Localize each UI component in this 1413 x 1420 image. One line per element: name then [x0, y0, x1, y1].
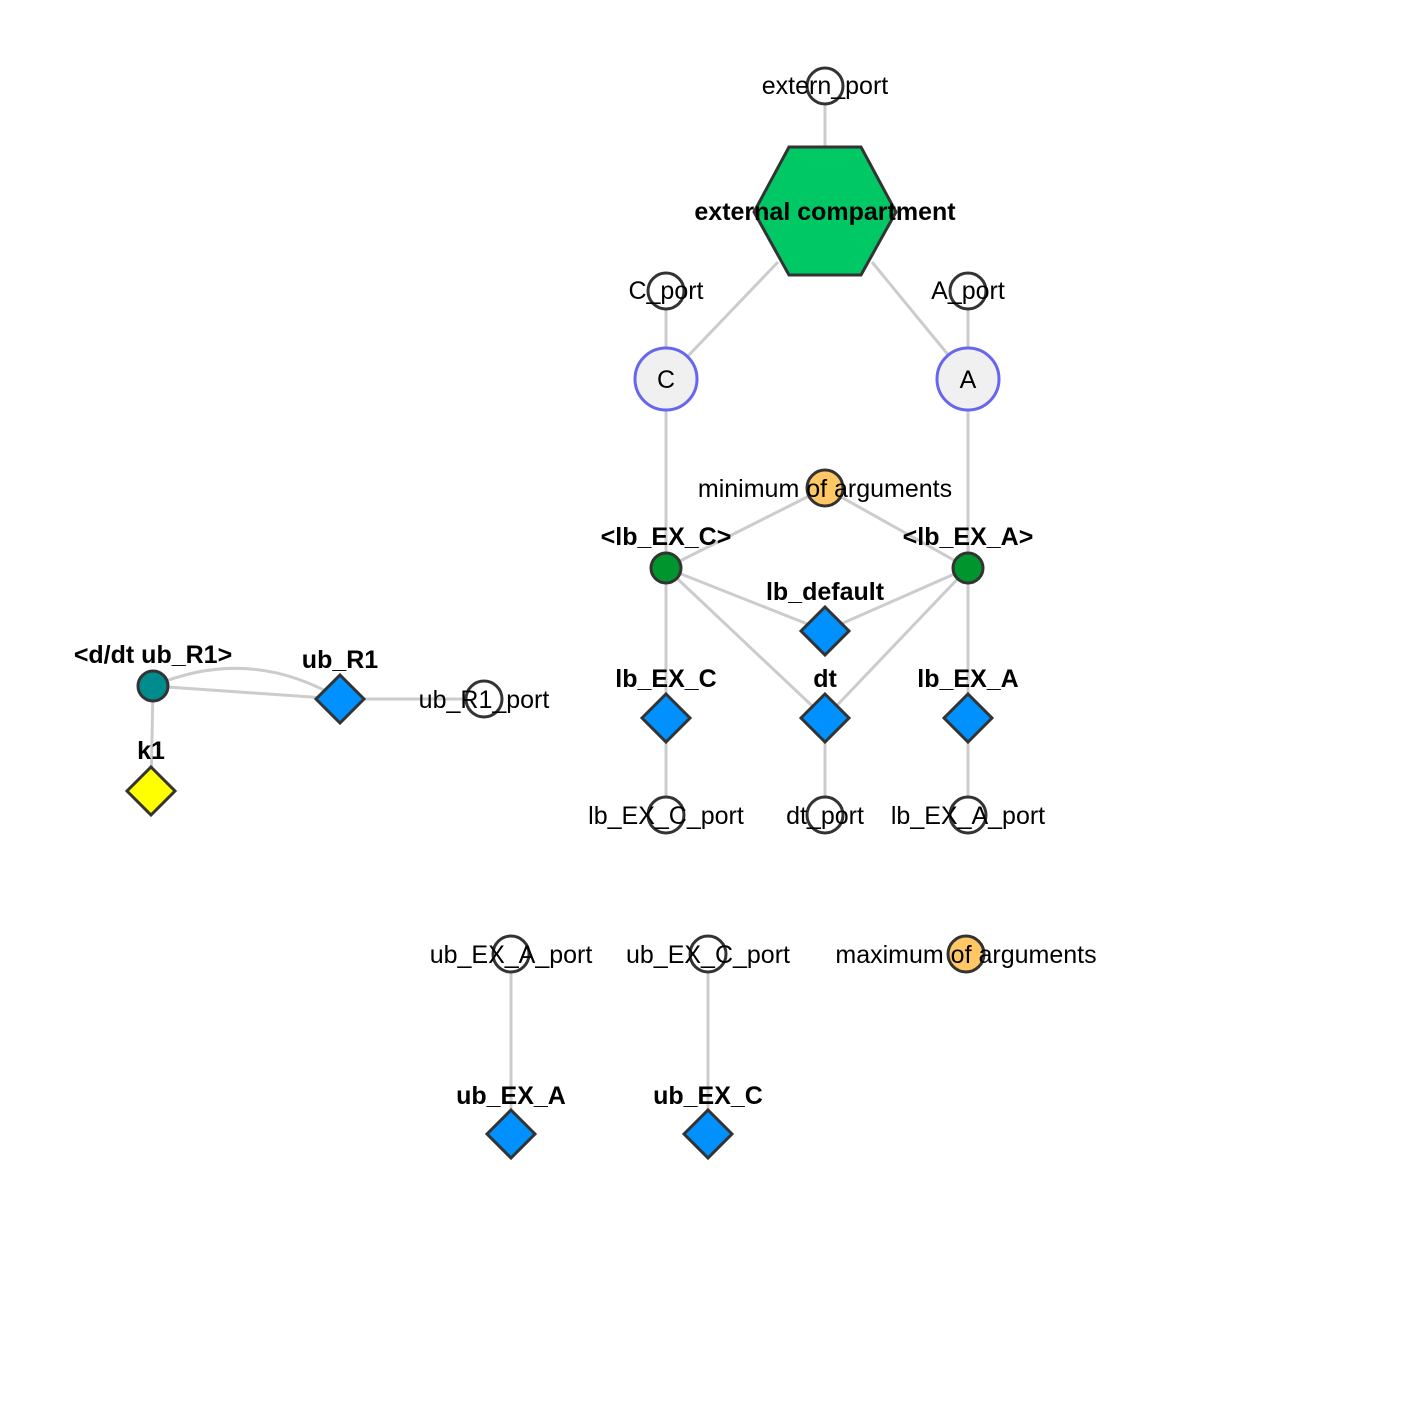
function-icon	[946, 934, 986, 974]
port-icon	[491, 934, 531, 974]
port-node-lb-ex-c[interactable]: lb_EX_C_port	[588, 795, 744, 835]
port-icon	[646, 271, 686, 311]
diamond-icon	[798, 691, 852, 745]
parameter-node-lb-default[interactable]: lb_default	[766, 578, 885, 658]
species-label: A	[960, 366, 977, 394]
assignment-icon	[951, 551, 985, 585]
edge-ddt-ub-r1-ub-r1-straight	[152, 684, 341, 701]
parameter-node-dt[interactable]: dt	[798, 665, 852, 745]
constant-node-k1[interactable]: k1	[124, 737, 178, 818]
function-label: maximum of arguments	[835, 941, 1096, 969]
port-label: lb_EX_C_port	[588, 802, 744, 830]
port-label: A_port	[931, 277, 1005, 305]
species-label: C	[657, 366, 675, 394]
diamond-icon	[798, 604, 852, 658]
parameter-label: ub_EX_A	[456, 1082, 566, 1110]
edge-ddt-ub-r1-ub-r1-curved	[152, 666, 341, 701]
rate-icon	[136, 669, 170, 703]
parameter-label: lb_default	[766, 578, 885, 606]
diamond-icon	[941, 691, 995, 745]
species-node-c[interactable]: C	[633, 346, 699, 412]
diamond-icon	[681, 1107, 735, 1161]
port-label: ub_EX_C_port	[626, 941, 790, 969]
parameter-node-ub-ex-c[interactable]: ub_EX_C	[653, 1082, 763, 1161]
function-node-maximum[interactable]: maximum of arguments	[835, 934, 1097, 974]
diamond-icon	[484, 1107, 538, 1161]
species-node-a[interactable]: A	[935, 346, 1001, 412]
port-icon	[646, 795, 686, 835]
parameter-label: lb_EX_A	[917, 665, 1018, 693]
edge-lb-ex-a-assign-dt	[823, 566, 970, 720]
diamond-icon	[313, 672, 367, 726]
parameter-node-ub-ex-a[interactable]: ub_EX_A	[456, 1082, 566, 1161]
constant-label: k1	[137, 737, 165, 765]
port-icon	[805, 795, 845, 835]
species-icon	[935, 346, 1001, 412]
assignment-node-lb-ex-a[interactable]: <lb_EX_A>	[903, 523, 1034, 585]
port-label: ub_EX_A_port	[430, 941, 593, 969]
port-node-ub-r1[interactable]: ub_R1_port	[419, 679, 550, 719]
port-node-dt[interactable]: dt_port	[786, 795, 864, 835]
port-icon	[464, 679, 504, 719]
port-node-ub-ex-c[interactable]: ub_EX_C_port	[626, 934, 790, 974]
function-node-minimum[interactable]: minimum of arguments	[698, 468, 952, 508]
edge-lb-ex-c-assign-dt	[664, 566, 827, 720]
port-node-ub-ex-a[interactable]: ub_EX_A_port	[430, 934, 593, 974]
rate-label: <d/dt ub_R1>	[74, 641, 232, 669]
diamond-icon	[124, 764, 178, 818]
parameter-label: lb_EX_C	[615, 665, 716, 693]
assignment-label: <lb_EX_A>	[903, 523, 1034, 551]
edge-min-lb-ex-c-assign	[665, 486, 826, 570]
assignment-icon	[649, 551, 683, 585]
rate-node-ddt-ub-r1[interactable]: <d/dt ub_R1>	[74, 641, 232, 703]
port-label: extern_port	[762, 72, 889, 100]
parameter-node-lb-ex-a[interactable]: lb_EX_A	[917, 665, 1019, 745]
port-node-lb-ex-a[interactable]: lb_EX_A_port	[891, 795, 1045, 835]
hexagon-icon	[752, 145, 898, 277]
compartment-label: external compartment	[694, 198, 956, 226]
parameter-node-lb-ex-c[interactable]: lb_EX_C	[615, 665, 717, 745]
assignment-node-lb-ex-c[interactable]: <lb_EX_C>	[601, 523, 732, 585]
edge-lb-ex-c-assign-lb-default	[665, 566, 826, 633]
port-node-c[interactable]: C_port	[628, 271, 704, 311]
parameter-node-ub-r1[interactable]: ub_R1	[302, 646, 379, 726]
assignment-label: <lb_EX_C>	[601, 523, 732, 551]
edge-min-lb-ex-a-assign	[824, 486, 969, 570]
diamond-icon	[639, 691, 693, 745]
port-label: lb_EX_A_port	[891, 802, 1045, 830]
parameter-label: ub_EX_C	[653, 1082, 763, 1110]
port-node-a[interactable]: A_port	[931, 271, 1005, 311]
compartment-node-external[interactable]: external compartment	[694, 145, 956, 277]
port-label: C_port	[628, 277, 703, 305]
port-label: dt_port	[786, 802, 864, 830]
species-icon	[633, 346, 699, 412]
parameter-label: dt	[813, 665, 837, 693]
port-icon	[948, 795, 988, 835]
port-label: ub_R1_port	[419, 686, 550, 714]
parameter-label: ub_R1	[302, 646, 379, 674]
port-node-extern[interactable]: extern_port	[762, 66, 889, 106]
edge-lb-ex-a-assign-lb-default	[824, 566, 969, 633]
port-icon	[948, 271, 988, 311]
port-icon	[688, 934, 728, 974]
port-icon	[805, 66, 845, 106]
function-label: minimum of arguments	[698, 475, 952, 503]
function-icon	[805, 468, 845, 508]
